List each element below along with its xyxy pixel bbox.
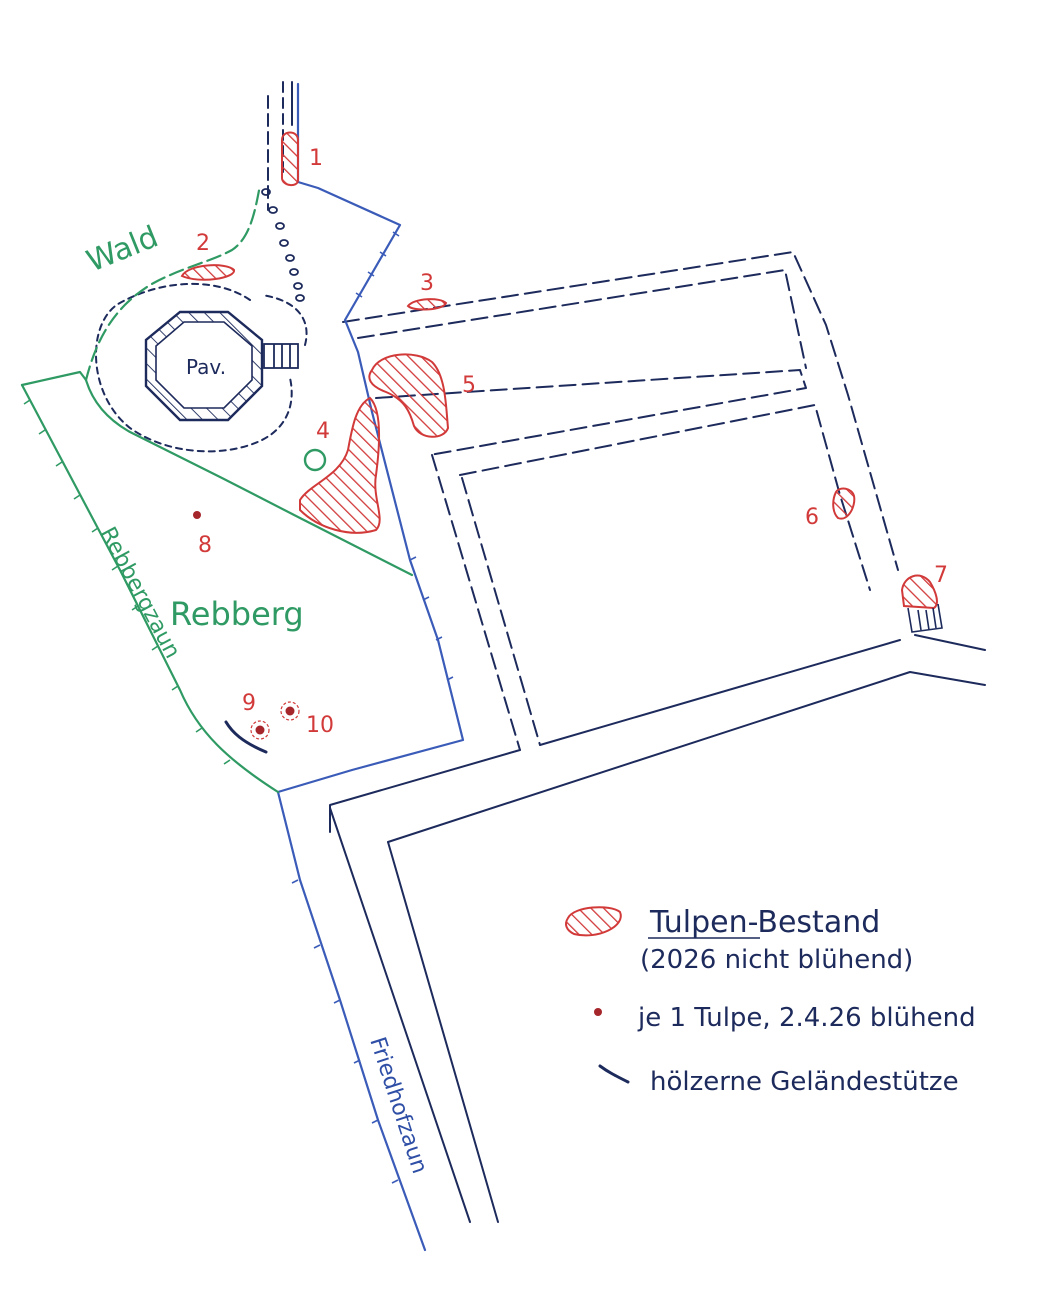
vineyard-fence-ticks bbox=[23, 399, 231, 765]
legend-tulip-stock-title: Tulpen-Bestand bbox=[649, 905, 880, 940]
fence-ticks bbox=[291, 231, 454, 1184]
paths bbox=[95, 81, 986, 1223]
marker-8: 8 bbox=[198, 533, 212, 558]
street-edge-road bbox=[329, 807, 471, 1223]
marker-5: 5 bbox=[462, 373, 476, 398]
legend-tulip-stock-note: (2026 nicht blühend) bbox=[640, 945, 913, 975]
legend-wooden-support-text: hölzerne Geländestütze bbox=[650, 1067, 959, 1097]
legend: Tulpen-Bestand (2026 nicht blühend) je 1… bbox=[565, 905, 976, 1097]
marker-4: 4 bbox=[316, 419, 330, 444]
street-edge-upper bbox=[329, 749, 521, 833]
tulip-bed-3 bbox=[406, 298, 448, 311]
building-inner-top bbox=[459, 404, 871, 591]
pavilion-path-ring bbox=[95, 282, 308, 453]
marker-6: 6 bbox=[805, 505, 819, 530]
courtyard-bottom-edge bbox=[539, 639, 901, 746]
marker-2: 2 bbox=[196, 231, 210, 256]
marker-3: 3 bbox=[420, 271, 434, 296]
street-edge-right bbox=[387, 841, 499, 1223]
legend-single-tulip-text: je 1 Tulpe, 2.4.26 blühend bbox=[637, 1003, 976, 1033]
marker-1: 1 bbox=[309, 146, 323, 171]
vineyard-fence-west bbox=[20, 383, 280, 794]
tulip-bed-7-steps bbox=[907, 603, 943, 633]
pavilion-label: Pav. bbox=[186, 355, 226, 379]
tulip-bed-1 bbox=[281, 131, 299, 186]
tulip-bed-2 bbox=[180, 264, 235, 281]
legend-tulip-stock-symbol bbox=[565, 906, 622, 937]
marker-9: 9 bbox=[242, 691, 256, 716]
marker-labels: 1 2 3 4 5 6 7 8 9 10 bbox=[196, 146, 948, 738]
marker-10: 10 bbox=[306, 713, 334, 738]
tulip-bed-7 bbox=[900, 574, 938, 610]
tulip-beds bbox=[180, 131, 938, 610]
single-tulip-8 bbox=[193, 511, 201, 519]
tree-symbol bbox=[303, 448, 327, 472]
legend-wooden-support-symbol bbox=[598, 1064, 630, 1084]
tulip-bed-5 bbox=[368, 353, 450, 438]
single-tulips bbox=[193, 511, 300, 740]
building-left-outer bbox=[431, 454, 521, 751]
vineyard-boundary bbox=[20, 183, 414, 794]
building-outline-outer bbox=[342, 251, 899, 571]
fences bbox=[276, 82, 465, 1252]
marker-7: 7 bbox=[934, 563, 948, 588]
building-left-inner bbox=[461, 477, 541, 746]
street-edge-inner bbox=[387, 671, 986, 843]
tulip-bed-4 bbox=[299, 396, 381, 534]
tree-row bbox=[261, 188, 305, 302]
cemetery-fence-side bbox=[276, 410, 465, 794]
single-tulip-10 bbox=[285, 706, 295, 716]
legend-single-tulip-symbol bbox=[594, 1008, 602, 1016]
single-tulip-9 bbox=[255, 725, 265, 735]
wooden-support-mark bbox=[224, 720, 268, 754]
tulip-bed-6 bbox=[832, 487, 856, 520]
courtyard-east-wall bbox=[914, 634, 986, 651]
building-bar-top bbox=[375, 369, 807, 456]
vineyard-label: Rebberg bbox=[170, 595, 304, 633]
forest-edge bbox=[84, 183, 262, 382]
forest-label: Wald bbox=[82, 219, 163, 279]
building-outline-inner bbox=[357, 269, 807, 369]
vineyard-fence-label: Rebbergzaun bbox=[95, 523, 185, 663]
pavilion: Pav. bbox=[144, 310, 299, 422]
pavilion-steps bbox=[263, 343, 299, 369]
